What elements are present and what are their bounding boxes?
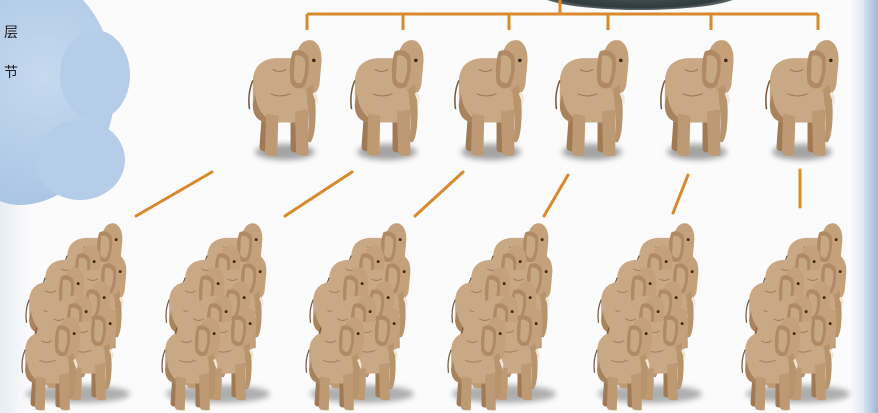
herd-group [742,223,850,410]
herd-link-line [136,172,212,216]
leader-elephant [455,40,528,160]
leader-elephant [249,40,322,160]
herd-group [22,223,130,410]
herd-link-line [673,175,688,213]
herd-link-line [544,175,568,216]
herd-group [306,223,414,410]
herd-group [594,223,702,410]
herd-group [162,223,270,410]
herd-group [448,223,556,410]
herd-groups [22,223,850,410]
leader-elephants [249,40,839,160]
leader-elephant [766,40,839,160]
herd-link-line [285,172,352,216]
leader-elephant [661,40,734,160]
leader-elephant [556,40,629,160]
herd-link-line [415,172,463,216]
leader-elephant [351,40,424,160]
